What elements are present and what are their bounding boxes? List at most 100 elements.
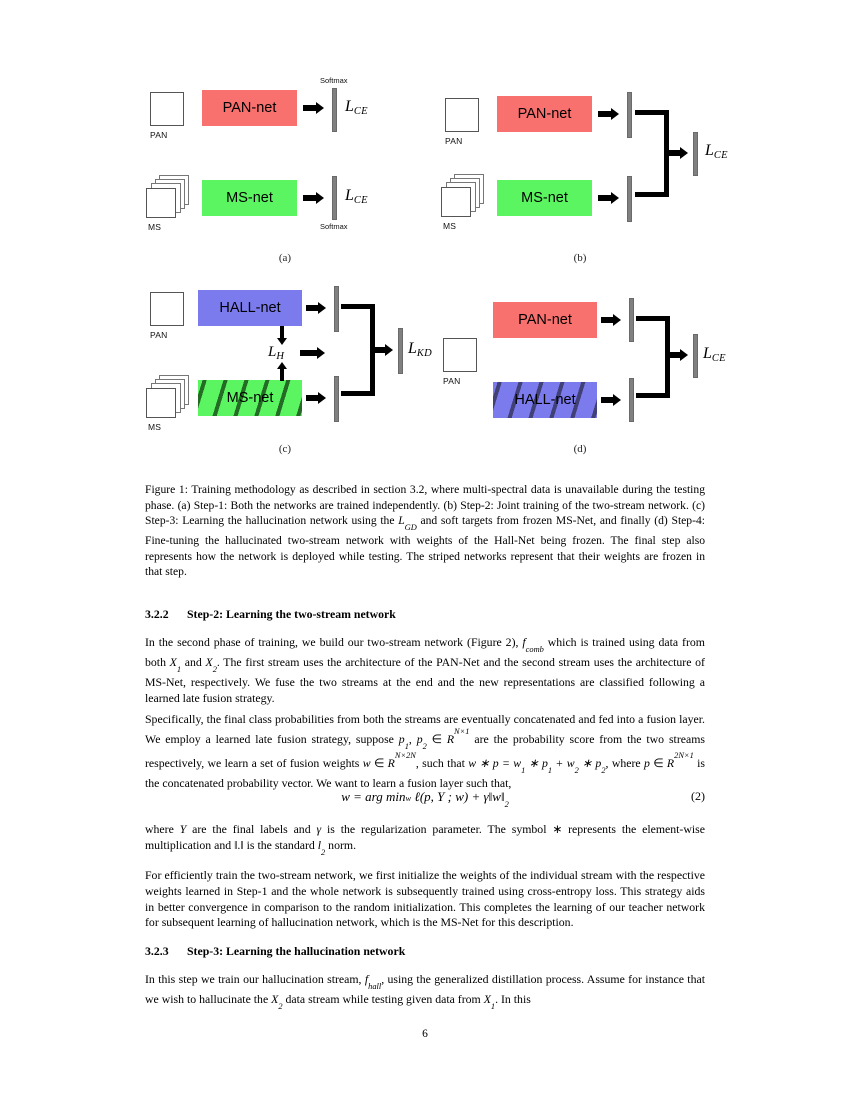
pan-input-label: PAN: [443, 376, 461, 386]
softmax-bar-top: [627, 92, 632, 138]
softmax-bar-bottom: [334, 376, 339, 422]
pan-input-image: [443, 338, 477, 372]
pan-input-label: PAN: [150, 130, 168, 140]
arrow-ms-to-softmax: [598, 195, 612, 201]
fusion-output-bar: [693, 334, 698, 378]
softmax-label-bottom: Softmax: [320, 222, 348, 231]
hall-net-label: HALL-net: [219, 300, 281, 316]
pan-input-label: PAN: [150, 330, 168, 340]
arrow-ms-to-softmax: [306, 395, 319, 401]
arrow-lh-to-fusion: [300, 350, 318, 356]
equation-rhs: ℓ(p, Y ; w) + γ‖w‖: [414, 789, 505, 804]
arrow-hall-to-softmax: [601, 397, 614, 403]
paragraph-initialization: For efficiently train the two-stream net…: [145, 868, 705, 930]
ms-net-box: MS-net: [497, 180, 592, 216]
page-number: 6: [422, 1028, 428, 1040]
panel-caption-b: (b): [573, 252, 587, 264]
section-number-322: 3.2.2: [145, 607, 169, 621]
para-text: . The first stream uses the architecture…: [145, 655, 705, 706]
pan-net-label: PAN-net: [222, 100, 277, 116]
figure-panel-c: PAN HALL-net MS MS-net LH: [140, 280, 432, 455]
arrow-pan-to-softmax: [303, 105, 317, 111]
math-fhall: f: [364, 972, 369, 986]
figure-1: PAN PAN-net Softmax LCE MS MS-net Softma…: [140, 76, 728, 460]
ms-net-box: MS-net: [202, 180, 297, 216]
ms-input-label: MS: [148, 222, 162, 232]
softmax-bar-top: [629, 298, 634, 342]
hall-net-label: HALL-net: [514, 392, 576, 408]
section-heading-323: 3.2.3 Step-3: Learning the hallucination …: [145, 944, 705, 959]
loss-label-h: LH: [268, 344, 285, 362]
section-title-323: Step-3: Learning the hallucination netwo…: [187, 944, 406, 958]
para-text: Specifically, the final class probabilit…: [145, 712, 705, 746]
paragraph-fusion-layer: Specifically, the final class probabilit…: [145, 712, 705, 790]
loss-label-ce: LCE: [705, 142, 728, 161]
ms-input-image-stack: [146, 175, 190, 219]
math-Y: Y: [179, 822, 187, 836]
ms-input-label: MS: [443, 221, 457, 231]
argmin-subscript: w: [405, 793, 412, 804]
ms-net-label: MS-net: [226, 190, 273, 206]
arrow-ms-to-lh: [280, 368, 284, 381]
figure-panel-a: PAN PAN-net Softmax LCE MS MS-net Softma…: [140, 76, 430, 264]
softmax-label-top: Softmax: [320, 76, 348, 85]
paragraph-regularization: where Y are the final labels and γ is th…: [145, 822, 705, 857]
arrow-ms-to-softmax: [303, 195, 317, 201]
figure-caption-text-1: Figure 1: Training methodology as descri…: [145, 483, 705, 528]
equation-number: (2): [691, 789, 705, 803]
equation-lhs: w = arg min: [341, 789, 406, 804]
hall-net-box-frozen: HALL-net: [493, 382, 597, 418]
para-text: and: [181, 655, 206, 670]
ms-net-label: MS-net: [521, 190, 568, 206]
section-number-323: 3.2.3: [145, 944, 169, 958]
loss-label-kd: LKD: [408, 340, 432, 359]
para-text: In the second phase of training, we buil…: [145, 635, 523, 649]
pan-net-label: PAN-net: [517, 106, 572, 122]
softmax-bar-top: [334, 286, 339, 332]
arrow-fusion-to-loss: [374, 347, 386, 353]
arrow-fusion-to-loss: [669, 352, 681, 358]
ms-net-label: MS-net: [226, 390, 274, 406]
arrow-hall-to-softmax: [306, 305, 319, 311]
ms-input-image-stack: [146, 375, 190, 419]
softmax-bar-top: [332, 88, 337, 132]
paragraph-two-stream-intro: In the second phase of training, we buil…: [145, 635, 705, 706]
arrow-hall-to-lh: [280, 326, 284, 339]
math-x2: X: [271, 992, 279, 1007]
pan-net-box: PAN-net: [497, 96, 592, 132]
loss-label-ce-top: LCE: [345, 98, 368, 117]
softmax-bar-bottom: [629, 378, 634, 422]
pan-input-image: [445, 98, 479, 132]
figure-caption-text-2: and soft targets from frozen MS-Net, and…: [145, 514, 705, 579]
math-x1: X: [483, 992, 491, 1007]
pan-input-image: [150, 292, 184, 326]
paragraph-hallucination-intro: In this step we train our hallucination …: [145, 972, 705, 1012]
math-fcomb: f: [522, 635, 526, 649]
figure-caption: Figure 1: Training methodology as descri…: [145, 483, 705, 579]
math-x2: X: [205, 655, 213, 670]
pan-input-label: PAN: [445, 136, 463, 146]
math-x1: X: [169, 655, 177, 670]
pan-net-box: PAN-net: [202, 90, 297, 126]
caption-math-lgd: L: [398, 514, 405, 528]
pan-net-label: PAN-net: [518, 312, 572, 328]
arrow-fusion-to-loss: [668, 150, 681, 156]
loss-label-ce-bottom: LCE: [345, 187, 368, 206]
ms-input-image-stack: [441, 174, 485, 218]
panel-caption-c: (c): [278, 443, 292, 455]
panel-caption-d: (d): [573, 443, 587, 455]
hall-net-box: HALL-net: [198, 290, 302, 326]
arrow-pan-to-softmax: [601, 317, 614, 323]
ms-net-box-frozen: MS-net: [198, 380, 302, 416]
figure-panel-b: PAN PAN-net MS MS-net: [435, 80, 728, 264]
ms-input-label: MS: [148, 422, 162, 432]
pan-net-box: PAN-net: [493, 302, 597, 338]
softmax-bar-bottom: [332, 176, 337, 220]
math-gamma: γ: [316, 822, 322, 836]
fusion-output-bar: [693, 132, 698, 176]
softmax-bar-bottom: [627, 176, 632, 222]
pan-input-image: [150, 92, 184, 126]
